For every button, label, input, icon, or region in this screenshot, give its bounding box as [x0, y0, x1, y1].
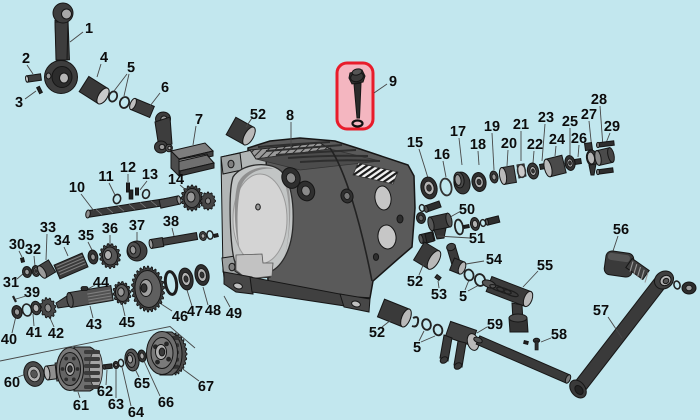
svg-text:47: 47 [187, 304, 203, 320]
svg-text:4: 4 [100, 50, 108, 66]
svg-text:17: 17 [450, 124, 466, 140]
svg-text:38: 38 [163, 214, 179, 230]
svg-text:5: 5 [127, 60, 135, 76]
svg-text:53: 53 [431, 287, 447, 303]
svg-text:3: 3 [15, 95, 23, 111]
svg-text:5: 5 [459, 289, 467, 305]
svg-text:56: 56 [613, 222, 629, 238]
svg-text:52: 52 [369, 325, 385, 341]
svg-text:13: 13 [142, 167, 158, 183]
svg-text:58: 58 [551, 327, 567, 343]
svg-text:37: 37 [129, 218, 145, 234]
svg-text:10: 10 [69, 180, 85, 196]
svg-text:42: 42 [48, 326, 64, 342]
svg-text:63: 63 [108, 397, 124, 413]
svg-text:64: 64 [128, 405, 144, 420]
svg-text:8: 8 [286, 108, 294, 124]
svg-text:45: 45 [119, 315, 135, 331]
svg-text:24: 24 [549, 132, 565, 148]
svg-text:32: 32 [25, 242, 41, 258]
svg-text:27: 27 [581, 107, 597, 123]
svg-text:2: 2 [22, 51, 30, 67]
svg-text:5: 5 [413, 340, 421, 356]
svg-text:33: 33 [40, 220, 56, 236]
svg-text:52: 52 [250, 107, 266, 123]
svg-text:62: 62 [97, 384, 113, 400]
svg-text:7: 7 [195, 112, 203, 128]
svg-text:48: 48 [205, 303, 221, 319]
svg-text:23: 23 [538, 110, 554, 126]
svg-text:66: 66 [158, 395, 174, 411]
svg-text:44: 44 [93, 275, 109, 291]
svg-text:60: 60 [4, 375, 20, 391]
svg-text:43: 43 [86, 317, 102, 333]
svg-text:50: 50 [459, 202, 475, 218]
svg-text:25: 25 [562, 114, 578, 130]
svg-text:19: 19 [484, 119, 500, 135]
svg-text:52: 52 [407, 274, 423, 290]
svg-text:11: 11 [98, 169, 113, 185]
svg-text:20: 20 [501, 136, 517, 152]
svg-text:34: 34 [54, 233, 70, 249]
svg-text:14: 14 [168, 172, 184, 188]
svg-text:15: 15 [407, 135, 423, 151]
svg-text:39: 39 [24, 285, 40, 301]
svg-text:65: 65 [134, 376, 150, 392]
svg-text:49: 49 [226, 306, 242, 322]
svg-text:22: 22 [527, 137, 543, 153]
svg-text:30: 30 [9, 237, 25, 253]
svg-text:54: 54 [486, 252, 502, 268]
svg-text:28: 28 [591, 92, 607, 108]
svg-text:51: 51 [469, 231, 485, 247]
svg-text:59: 59 [487, 317, 503, 333]
svg-text:35: 35 [78, 228, 94, 244]
svg-text:1: 1 [85, 21, 93, 37]
svg-text:55: 55 [537, 258, 553, 274]
svg-text:61: 61 [73, 398, 89, 414]
svg-text:31: 31 [3, 275, 19, 291]
svg-text:12: 12 [120, 160, 136, 176]
svg-text:26: 26 [571, 131, 587, 147]
svg-text:16: 16 [434, 147, 450, 163]
svg-text:36: 36 [102, 221, 118, 237]
svg-text:67: 67 [198, 379, 214, 395]
svg-text:41: 41 [26, 325, 42, 341]
svg-text:29: 29 [604, 119, 620, 135]
svg-text:57: 57 [593, 303, 609, 319]
svg-text:40: 40 [1, 332, 17, 348]
svg-text:9: 9 [389, 74, 397, 90]
svg-text:46: 46 [172, 309, 188, 325]
svg-text:18: 18 [470, 137, 486, 153]
svg-text:6: 6 [161, 80, 169, 96]
svg-text:21: 21 [513, 117, 529, 133]
